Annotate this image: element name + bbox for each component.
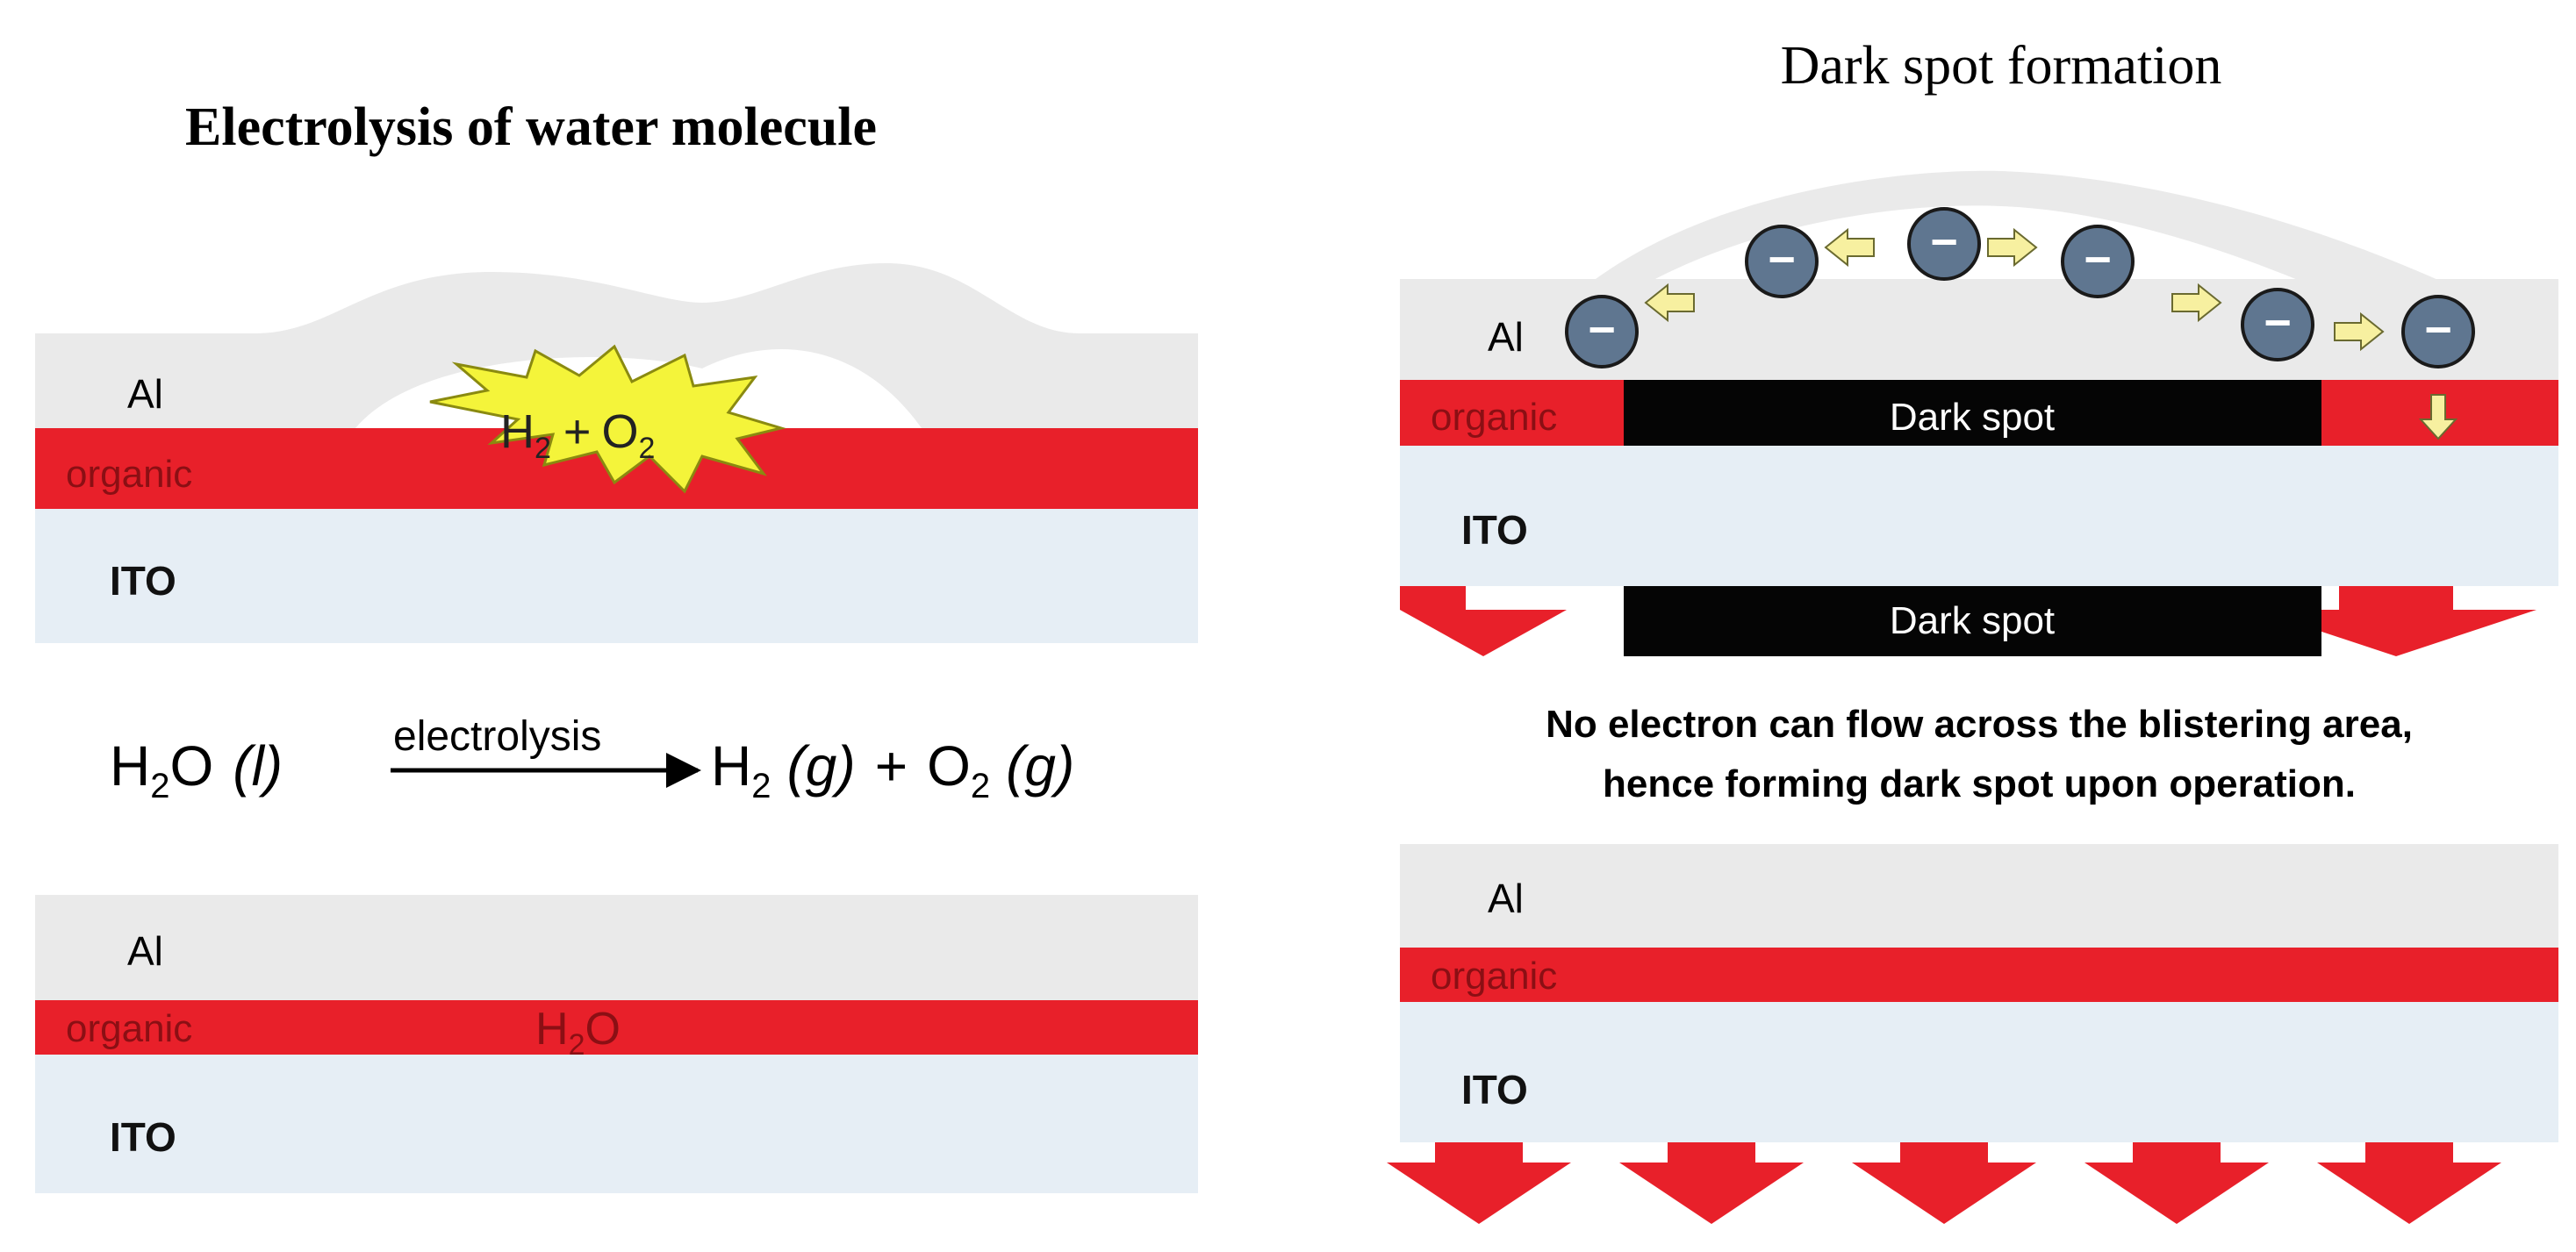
- al-layer: [35, 895, 1198, 1000]
- left-arrow-icon: [1824, 227, 1875, 268]
- emission-arrow-icon: [2256, 586, 2537, 656]
- electron-symbol: −: [1930, 216, 1958, 268]
- ito-label: ITO: [110, 558, 176, 604]
- emission-arrow-icon: [1387, 1142, 1571, 1224]
- down-arrow-icon: [2418, 394, 2458, 440]
- caption-line-2: hence forming dark spot upon operation.: [1603, 762, 2356, 805]
- ito-layer: [1400, 446, 2558, 586]
- organic-label: organic: [66, 1007, 192, 1050]
- electrolysis-equation: H2O(l) electrolysis H2(g)+O2(g): [110, 713, 1074, 805]
- caption-line-1: No electron can flow across the blisteri…: [1546, 703, 2413, 746]
- arrow-label: electrolysis: [393, 713, 601, 760]
- electron: −: [2241, 288, 2314, 361]
- dark-spot-label: Dark spot: [1890, 396, 2055, 439]
- organic-label: organic: [1431, 396, 1557, 439]
- water-o: O: [585, 1004, 620, 1055]
- eq-p1-sub: 2: [751, 767, 771, 805]
- right-arrow-icon: [1987, 227, 2038, 268]
- eq-p1-state: (g): [786, 734, 855, 798]
- right-bottom-stack: Al organic ITO: [1387, 844, 2558, 1224]
- equation-products: H2(g)+O2(g): [711, 734, 1074, 805]
- left-panel-title: Electrolysis of water molecule: [185, 97, 877, 157]
- eq-reactant-o: O: [169, 734, 213, 798]
- al-label: Al: [1488, 314, 1524, 360]
- electron-symbol: −: [2264, 297, 2292, 349]
- burst-h: H: [500, 405, 535, 458]
- al-layer-blister: [35, 263, 1198, 428]
- electron: −: [2061, 225, 2135, 298]
- emission-arrow-icon: [1619, 1142, 1804, 1224]
- organic-label: organic: [1431, 955, 1557, 998]
- eq-plus: +: [875, 734, 908, 798]
- ito-label: ITO: [1461, 1067, 1528, 1112]
- emission-arrow-icon: [1852, 1142, 2036, 1224]
- dark-spot-emission-label: Dark spot: [1890, 599, 2055, 642]
- eq-p2-sub: 2: [971, 767, 990, 805]
- electron-symbol: −: [1768, 233, 1796, 286]
- gas-burst: [429, 344, 786, 494]
- ito-layer: [35, 1055, 1198, 1193]
- left-arrow-icon: [1644, 283, 1695, 323]
- al-label: Al: [127, 371, 163, 417]
- water-h: H: [535, 1004, 569, 1055]
- left-panel: Electrolysis of water molecule Al organi…: [35, 97, 1198, 1193]
- right-arrow-icon: [2334, 311, 2385, 352]
- burst-o: O: [601, 405, 638, 458]
- emission-arrow-icon: [1400, 586, 1567, 656]
- burst-h-sub: 2: [535, 432, 551, 465]
- burst-text: H2+O2: [500, 405, 655, 465]
- water-label: H2O: [535, 1004, 621, 1062]
- emission-arrow-icon: [2317, 1142, 2501, 1224]
- left-top-stack: Al organic ITO H2+O2: [35, 263, 1198, 643]
- right-top-stack: Al organic Dark spot ITO − − − −: [1400, 170, 2558, 656]
- al-label: Al: [127, 928, 163, 974]
- eq-p2-state: (g): [1006, 734, 1074, 798]
- electron-symbol: −: [2424, 304, 2452, 356]
- water-sub: 2: [569, 1028, 585, 1062]
- eq-reactant-h: H: [110, 734, 150, 798]
- right-panel: Dark spot formation Al organic Dark spot…: [1387, 36, 2558, 1224]
- al-layer: [1400, 844, 2558, 948]
- organic-layer: [1400, 948, 2558, 1002]
- electron: −: [1565, 295, 1639, 368]
- left-bottom-stack: Al organic ITO H2O: [35, 895, 1198, 1193]
- eq-p1: H: [711, 734, 751, 798]
- electron-symbol: −: [2084, 233, 2112, 286]
- al-blister-arch: [1571, 170, 2440, 347]
- eq-reactant-sub: 2: [150, 767, 169, 805]
- electron-symbol: −: [1588, 304, 1616, 356]
- organic-layer: [35, 1000, 1198, 1055]
- burst-o-sub: 2: [638, 432, 655, 465]
- organic-label: organic: [66, 453, 192, 496]
- ito-layer: [1400, 1002, 2558, 1142]
- eq-p2: O: [927, 734, 971, 798]
- right-panel-title: Dark spot formation: [1781, 36, 2222, 96]
- ito-label: ITO: [110, 1114, 176, 1160]
- right-arrow-icon: [2171, 283, 2222, 323]
- electron: −: [1745, 225, 1819, 298]
- dark-spot-emission-bar: [1624, 586, 2321, 656]
- eq-reactant-state: (l): [233, 734, 283, 798]
- equation-reactant: H2O (l): [110, 734, 283, 805]
- ito-label: ITO: [1461, 507, 1528, 553]
- emission-arrow-icon: [2084, 1142, 2269, 1224]
- dark-spot-region: [1624, 380, 2321, 446]
- al-label: Al: [1488, 876, 1524, 921]
- ito-layer: [35, 509, 1198, 643]
- electron: −: [1907, 207, 1981, 281]
- electron: −: [2401, 295, 2475, 368]
- burst-plus: +: [563, 405, 592, 458]
